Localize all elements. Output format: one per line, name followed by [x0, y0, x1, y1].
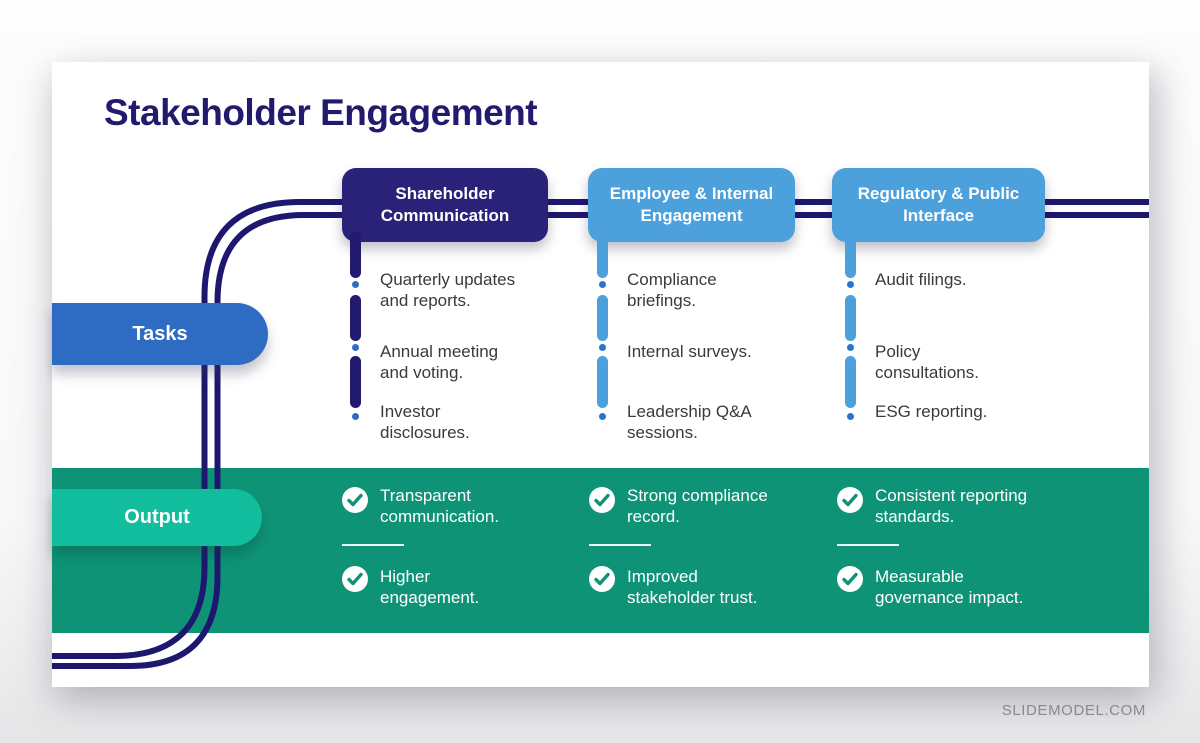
task-item: Policy consultations.	[875, 342, 979, 382]
task-item: ESG reporting.	[875, 402, 988, 421]
task-item: Quarterly updates and reports.	[380, 270, 516, 310]
connector-dot	[351, 344, 359, 351]
output-row-label: Output	[52, 489, 262, 546]
task-item: Annual meeting and voting.	[380, 342, 499, 382]
checkmark-icon	[589, 566, 615, 592]
connector-dash	[844, 295, 856, 341]
output-divider	[589, 544, 651, 546]
slide-canvas: Stakeholder Engagement Tasks Output Shar…	[52, 62, 1149, 687]
output-item: Transparent communication.	[380, 486, 500, 526]
connector-dot	[846, 281, 854, 288]
checkmark-icon	[342, 487, 368, 513]
connector-dot	[846, 344, 854, 351]
flow-connector-line	[52, 199, 1149, 669]
task-item: Compliance briefings.	[627, 270, 717, 310]
connector-dot	[351, 281, 359, 288]
task-item: Investor disclosures.	[380, 402, 470, 442]
column-header-regulatory-public-interface: Regulatory & Public Interface	[832, 168, 1045, 242]
output-divider	[837, 544, 899, 546]
connector-dash	[596, 295, 608, 341]
column-header-employee-internal-engagement: Employee & Internal Engagement	[588, 168, 795, 242]
task-item: Leadership Q&A sessions.	[627, 402, 752, 442]
column-header-shareholder-communication: Shareholder Communication	[342, 168, 548, 242]
connector-stub	[844, 232, 856, 278]
output-item: Improved stakeholder trust.	[627, 567, 758, 607]
column-header-label: Shareholder Communication	[380, 184, 510, 225]
connector-dash	[349, 356, 361, 408]
column-header-label: Regulatory & Public Interface	[857, 184, 1020, 225]
task-item: Internal surveys.	[627, 342, 752, 361]
connector-dot	[351, 413, 359, 420]
output-item: Strong compliance record.	[627, 486, 768, 526]
checkmark-icon	[589, 487, 615, 513]
task-item: Audit filings.	[875, 270, 967, 289]
connector-dot	[598, 281, 606, 288]
checkmark-icon	[342, 566, 368, 592]
checkmark-icon	[837, 487, 863, 513]
connector-stub	[596, 232, 608, 278]
connector-dash	[349, 295, 361, 341]
connector-stub	[349, 232, 361, 278]
checkmark-icon	[837, 566, 863, 592]
output-divider	[342, 544, 404, 546]
tasks-label-text: Tasks	[132, 322, 188, 345]
output-item: Consistent reporting standards.	[875, 486, 1028, 526]
output-label-text: Output	[124, 506, 190, 528]
connector-dot	[846, 413, 854, 420]
output-item: Measurable governance impact.	[875, 567, 1024, 607]
page-title: Stakeholder Engagement	[104, 92, 538, 133]
tasks-row-label: Tasks	[52, 303, 268, 365]
connector-dot	[598, 413, 606, 420]
connector-dash	[596, 356, 608, 408]
connector-dash	[844, 356, 856, 408]
connector-dot	[598, 344, 606, 351]
watermark-slidemodel: SLIDEMODEL.COM	[1001, 702, 1146, 719]
output-item: Higher engagement.	[380, 567, 480, 607]
column-header-label: Employee & Internal Engagement	[609, 184, 774, 225]
